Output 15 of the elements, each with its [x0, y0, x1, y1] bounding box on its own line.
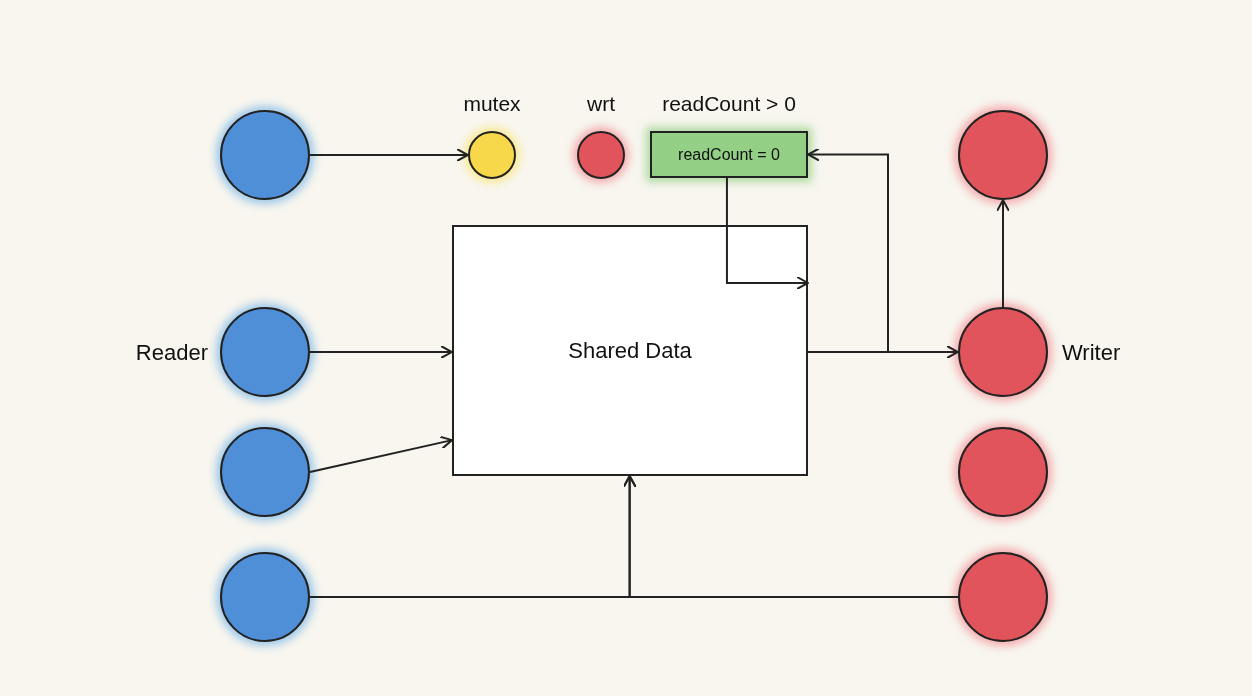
- process-box: [452, 225, 808, 476]
- node-label: wrt: [587, 90, 615, 117]
- side-label: Writer: [1062, 338, 1121, 367]
- arrow: [309, 148, 469, 162]
- arrow: [996, 199, 1010, 308]
- arrow: [725, 177, 809, 290]
- arrow: [807, 147, 889, 353]
- arrow: [309, 435, 453, 473]
- arrow: [309, 345, 453, 359]
- node-label: readCount > 0: [662, 90, 796, 117]
- node-label: readCount = 0: [678, 144, 780, 165]
- side-label: Reader: [135, 338, 208, 367]
- arrow: [622, 475, 959, 598]
- node-label: Shared Data: [568, 337, 692, 365]
- node-label: mutex: [463, 90, 521, 117]
